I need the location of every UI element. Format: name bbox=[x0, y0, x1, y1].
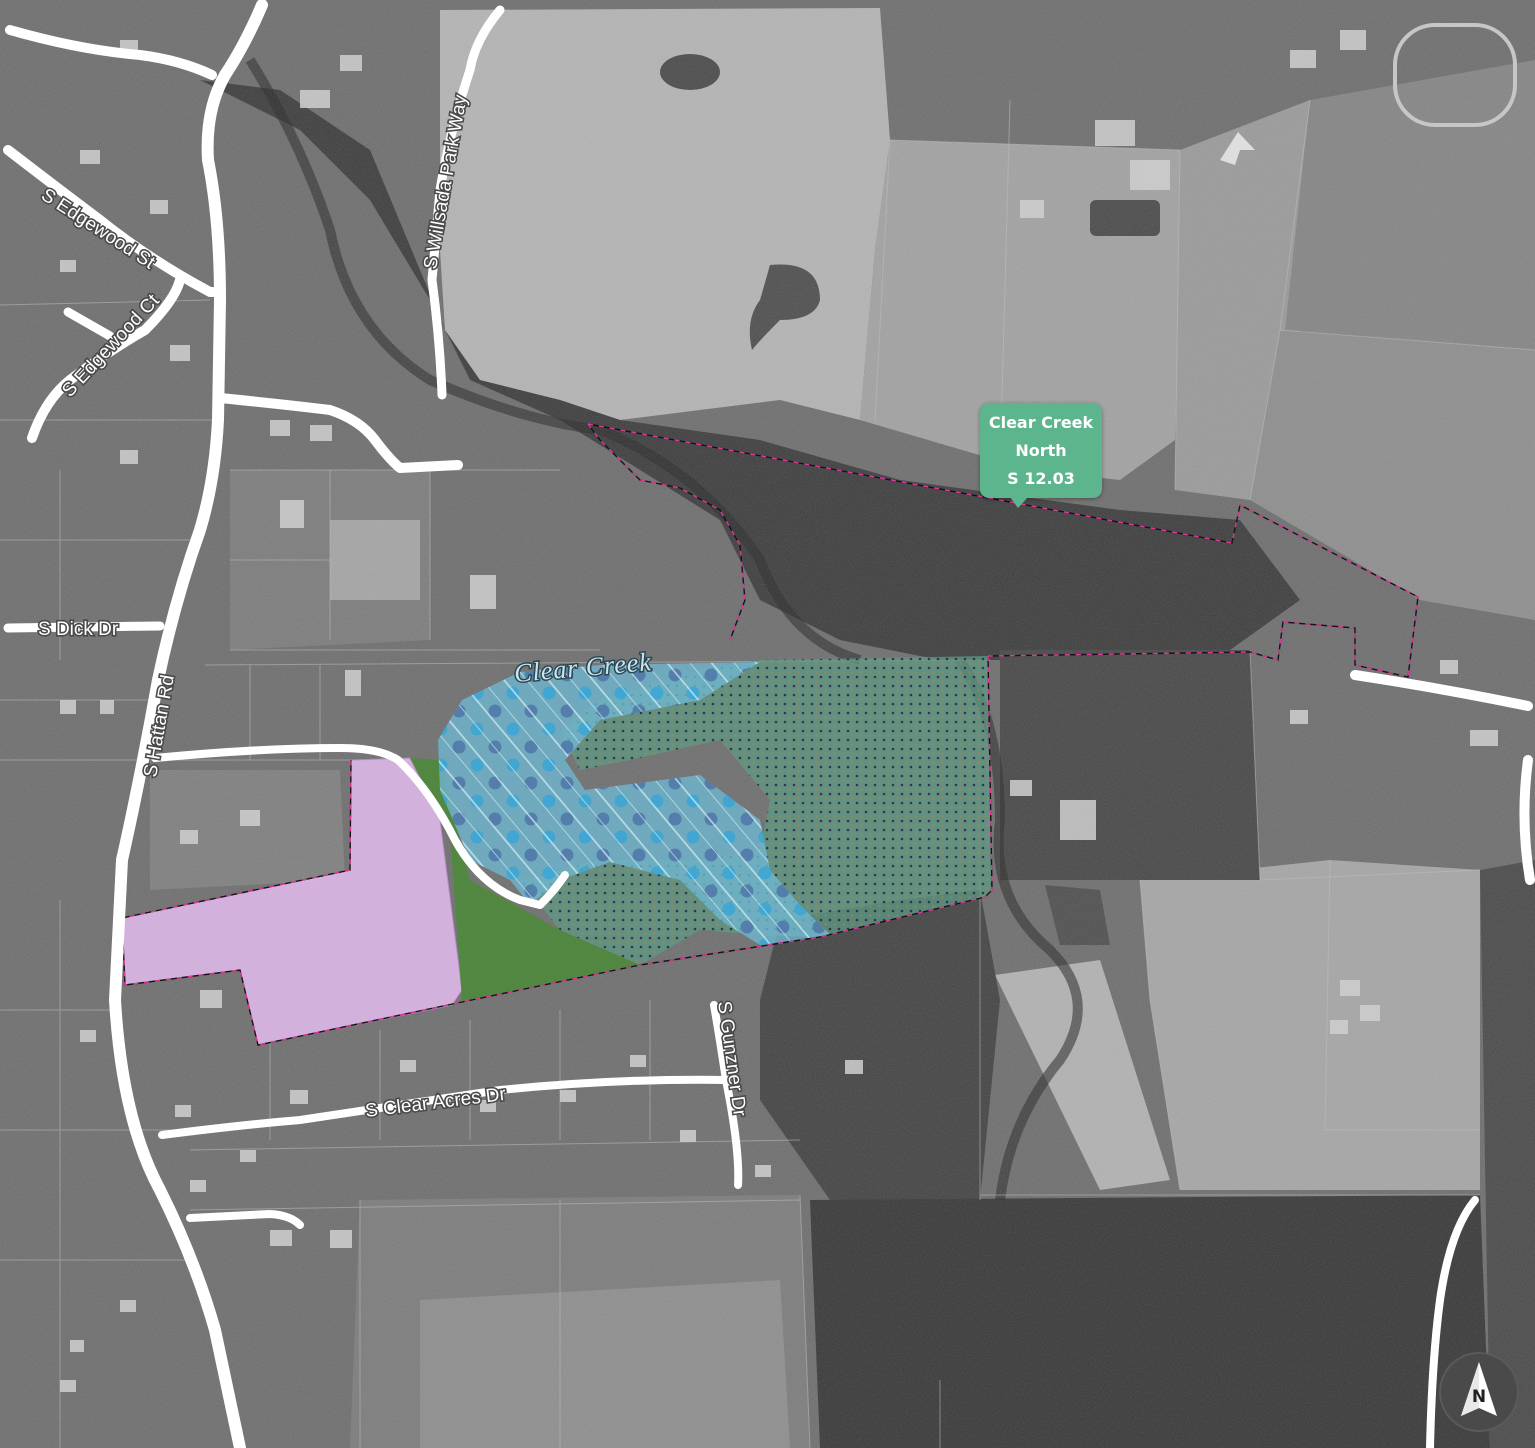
road-edgewood-ct[interactable] bbox=[27, 275, 185, 443]
floodplain-hatch-texture bbox=[438, 662, 830, 945]
wetland-dots-texture bbox=[520, 656, 992, 965]
forest-zone-polygon[interactable] bbox=[410, 758, 640, 1002]
road-south-spur[interactable] bbox=[186, 1210, 304, 1229]
road-east-connector[interactable] bbox=[215, 393, 463, 473]
callout-line-3: S 12.03 bbox=[1007, 469, 1075, 488]
road-site-access[interactable] bbox=[151, 744, 569, 909]
road-clear-acres[interactable] bbox=[158, 1075, 734, 1139]
road-hattan[interactable] bbox=[109, 0, 268, 1448]
road-gunzner[interactable] bbox=[710, 1001, 743, 1189]
road-label-dick-dr: S Dick Dr bbox=[38, 619, 119, 640]
north-arrow-label: N bbox=[1471, 1387, 1487, 1407]
road-network[interactable] bbox=[3, 0, 1535, 1448]
callout-line-2: North bbox=[1015, 441, 1067, 460]
callout-line-1: Clear Creek bbox=[988, 413, 1094, 432]
site-callout[interactable]: Clear Creek North S 12.03 bbox=[980, 403, 1102, 508]
road-dick-dr[interactable] bbox=[3, 621, 165, 633]
road-edgewood-ct-spur[interactable] bbox=[63, 307, 115, 341]
road-far-east[interactable] bbox=[1519, 755, 1535, 885]
road-southeast[interactable] bbox=[1426, 1196, 1479, 1448]
road-northwest[interactable] bbox=[5, 25, 217, 80]
north-arrow-icon bbox=[1461, 1362, 1497, 1416]
road-east-exit[interactable] bbox=[1350, 670, 1533, 711]
site-boundary-dash bbox=[121, 423, 1419, 1046]
road-willsada[interactable] bbox=[427, 5, 505, 400]
north-arrow: N bbox=[1441, 1354, 1517, 1430]
